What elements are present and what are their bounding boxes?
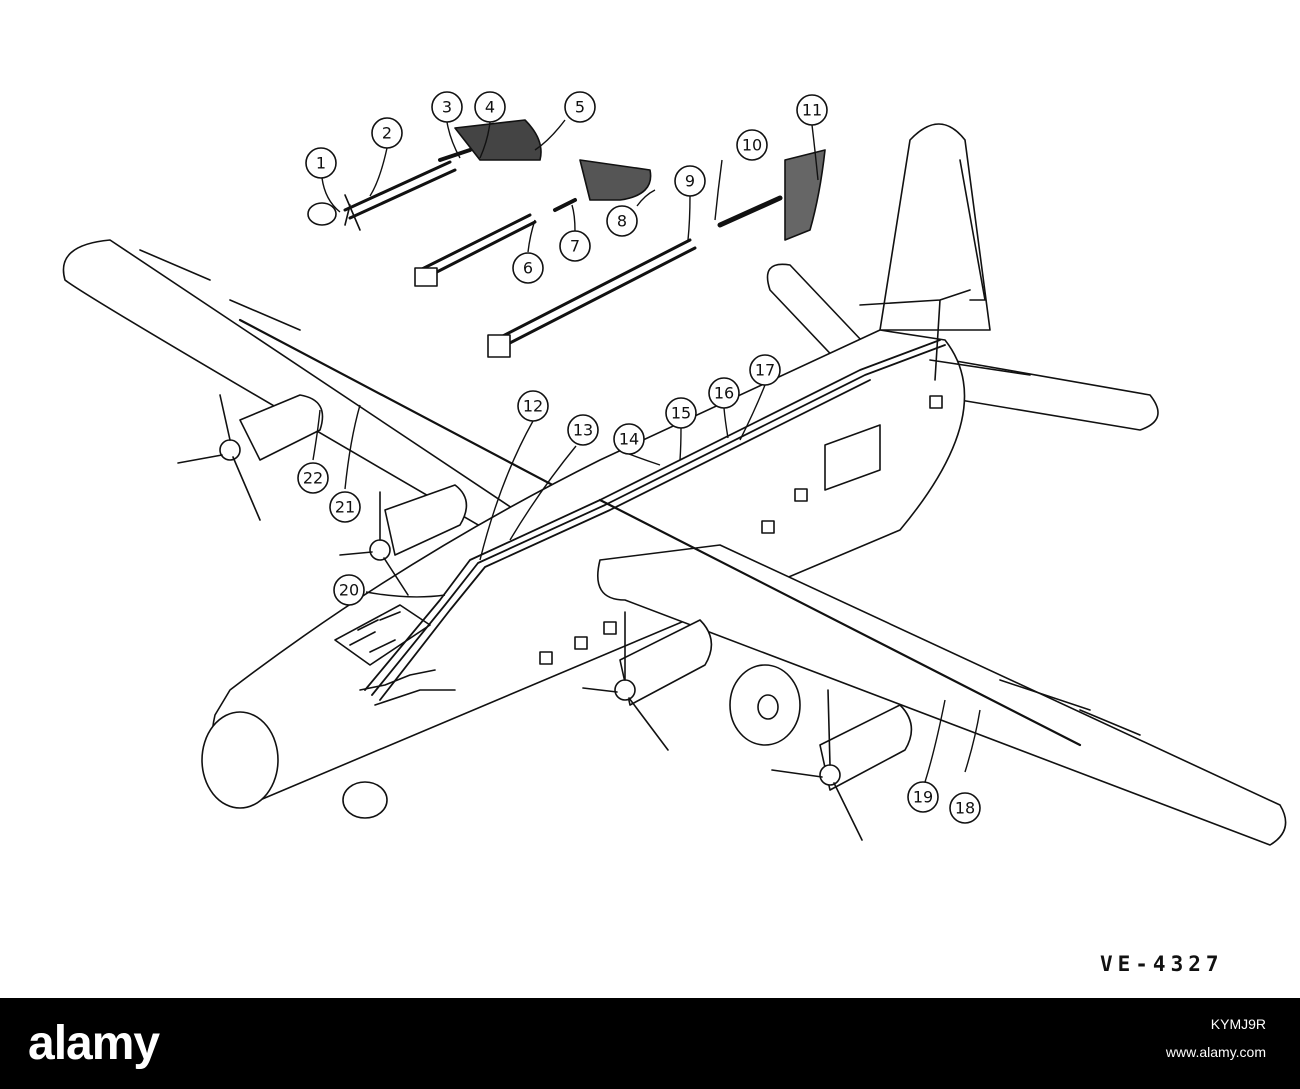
callout-1 [305,147,337,179]
callout-2 [371,117,403,149]
callout-label-4: 4 [485,98,495,117]
component-8-surface [579,159,652,201]
callout-label-1: 1 [316,154,326,173]
right-aileron-cable [598,498,1082,747]
callout-label-8: 8 [617,212,627,231]
left-aileron-cable [238,318,602,512]
callout-label-16: 16 [714,384,734,403]
component-3-coupling [438,148,472,162]
component-6-torque-tube [418,213,537,280]
component-2-torque-tube [343,160,457,220]
callout-label-10: 10 [742,136,762,155]
nose [201,711,279,809]
component-7-coupling [553,198,577,212]
right-wing [596,544,1287,846]
propeller-2 [339,491,409,596]
callout-12 [517,390,549,422]
callout-8 [606,205,638,237]
callout-label-11: 11 [802,101,822,120]
aircraft-line-drawing: 1 2 3 4 5 6 7 8 9 10 11 12 13 14 15 16 1… [62,91,1287,846]
callout-21 [329,491,361,523]
callout-9 [674,165,706,197]
callout-label-3: 3 [442,98,452,117]
tail-control-linkage [859,289,1031,381]
component-1-bellcrank [307,194,361,231]
drawing-reference-number: VE-4327 [1100,952,1224,976]
vertical-stabilizer [879,123,991,331]
callout-18 [949,792,981,824]
callout-16 [708,377,740,409]
callout-label-21: 21 [335,498,355,517]
main-landing-gear [729,664,801,746]
callout-5 [564,91,596,123]
callout-22 [297,462,329,494]
aircraft-control-system-diagram: 1 2 3 4 5 6 7 8 9 10 11 12 13 14 15 16 1… [62,91,1287,976]
callout-11 [796,94,828,126]
main-control-cables [364,339,946,701]
callout-label-6: 6 [523,259,533,278]
callout-label-19: 19 [913,788,933,807]
callout-label-20: 20 [339,581,359,600]
callout-label-5: 5 [575,98,585,117]
callout-label-13: 13 [573,421,593,440]
callout-20 [333,574,365,606]
callout-19 [907,781,939,813]
left-outer-nacelle [239,394,324,461]
right-outer-nacelle [819,704,913,791]
propeller-1 [177,394,261,521]
callout-13 [567,414,599,446]
cargo-door [824,424,881,491]
cockpit-control-linkage [359,669,456,706]
propeller-4 [771,689,863,841]
component-4-5-surface [454,119,542,161]
component-9-torque-tube [493,238,697,350]
watermark-bar: alamy KYMJ9R www.alamy.com [0,998,1300,1089]
propeller-3 [582,611,669,751]
callout-label-15: 15 [671,404,691,423]
callout-label-7: 7 [570,237,580,256]
callout-label-22: 22 [303,469,323,488]
left-wing [62,239,561,556]
callout-7 [559,230,591,262]
callout-3 [431,91,463,123]
cockpit-windows [334,604,431,666]
callout-label-2: 2 [382,124,392,143]
nose-landing-gear [342,781,388,819]
component-11-surface [784,149,826,241]
watermark-image-id: KYMJ9R [1210,1016,1266,1032]
callout-15 [665,397,697,429]
rudder [959,159,986,301]
callout-label-14: 14 [619,430,639,449]
callout-10 [736,129,768,161]
callout-label-17: 17 [755,361,775,380]
callout-label-9: 9 [685,172,695,191]
callout-label-18: 18 [955,799,975,818]
callout-label-12: 12 [523,397,543,416]
right-horizontal-stabilizer [949,359,1159,431]
watermark-site: www.alamy.com [1165,1044,1266,1060]
callout-4 [474,91,506,123]
right-inner-nacelle [619,619,713,706]
callout-group [297,91,981,824]
component-10-shaft [717,195,783,228]
callout-14 [613,423,645,455]
watermark-logo: alamy [28,1017,160,1070]
left-inner-nacelle [384,484,468,556]
callout-17 [749,354,781,386]
callout-6 [512,252,544,284]
